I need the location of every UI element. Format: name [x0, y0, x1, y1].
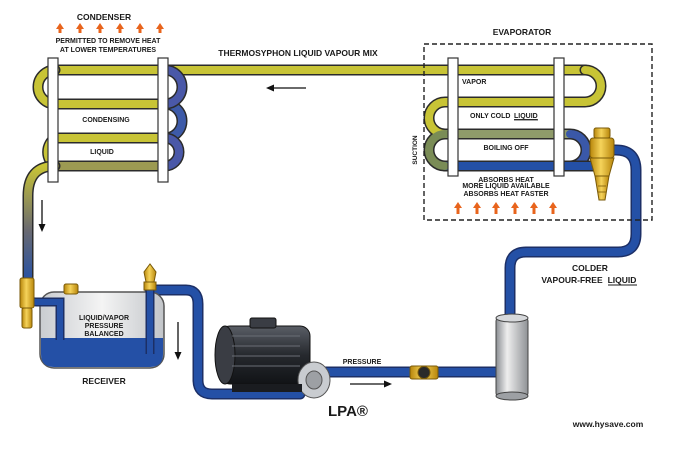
- receiver-note-line3: BALANCED: [84, 331, 123, 338]
- receiver-inlet-valve: [19, 277, 52, 329]
- flow-arrow-down-right: [174, 322, 182, 360]
- evaporator-only-cold-label: ONLY COLD: [470, 113, 510, 120]
- flow-arrow-left: [266, 84, 306, 92]
- evaporator-tube-sheet-left: [447, 57, 459, 177]
- evaporator-title: EVAPORATOR: [493, 27, 552, 37]
- thermosyphon-label: THERMOSYPHON LIQUID VAPOUR MIX: [218, 48, 378, 58]
- evaporator-more-line1: MORE LIQUID AVAILABLE: [462, 183, 550, 190]
- pressure-label: PRESSURE: [343, 359, 382, 366]
- colder-liquid-note: COLDER VAPOUR-FREE LIQUID: [541, 263, 637, 286]
- evaporator-absorbs-heat-label: ABSORBS HEAT: [478, 177, 534, 184]
- condenser: CONDENSER PERMITTED TO REMOVE HEAT AT LO…: [47, 12, 169, 183]
- colder-line1: COLDER: [572, 263, 608, 273]
- colder-line2: VAPOUR-FREE: [541, 275, 603, 285]
- receiver-note-line2: PRESSURE: [85, 323, 124, 330]
- sight-glass-valve: [409, 365, 439, 380]
- website-label: www.hysave.com: [572, 419, 644, 429]
- evaporator-liquid-underlined: LIQUID: [514, 113, 538, 120]
- receiver-note-line1: LIQUID/VAPOR: [79, 315, 129, 322]
- expansion-valve: [589, 127, 615, 201]
- evaporator-boiling-off-label: BOILING OFF: [483, 145, 529, 152]
- condensing-label: CONDENSING: [82, 117, 130, 124]
- colder-liquid-pipe: [504, 144, 642, 326]
- flow-arrow-down-left: [38, 200, 46, 232]
- condenser-note-line2: AT LOWER TEMPERATURES: [60, 47, 157, 54]
- receiver: LIQUID/VAPOR PRESSURE BALANCED RECEIVER: [23, 282, 165, 386]
- condenser-heat-arrows: [56, 23, 164, 33]
- condenser-tube-sheet-right: [157, 57, 169, 183]
- receiver-title: RECEIVER: [82, 376, 125, 386]
- pressure-cylinder: [495, 313, 529, 401]
- relief-valve: [143, 263, 157, 291]
- condenser-title: CONDENSER: [77, 12, 131, 22]
- evaporator-heat-arrows: [454, 202, 557, 214]
- lpa-pump: LPA®: [214, 317, 368, 420]
- evaporator-coils: [423, 64, 607, 172]
- suction-label: SUCTION: [412, 135, 419, 165]
- condenser-tube-sheet-left: [47, 57, 59, 183]
- evaporator-more-line2: ABSORBS HEAT FASTER: [463, 191, 548, 198]
- lpa-label: LPA®: [328, 403, 368, 420]
- flow-arrow-right: [350, 380, 392, 388]
- colder-line2-underlined: LIQUID: [608, 275, 637, 285]
- condenser-liquid-label: LIQUID: [90, 149, 114, 156]
- evaporator: EVAPORATOR VAPOR ONLY COLD LIQUID BOILIN…: [412, 27, 653, 221]
- condenser-note-line1: PERMITTED TO REMOVE HEAT: [56, 38, 161, 45]
- receiver-top-fitting: [63, 283, 79, 295]
- evaporator-boundary: [423, 43, 653, 221]
- evaporator-tube-sheet-right: [553, 57, 565, 177]
- evaporator-vapor-label: VAPOR: [462, 79, 486, 86]
